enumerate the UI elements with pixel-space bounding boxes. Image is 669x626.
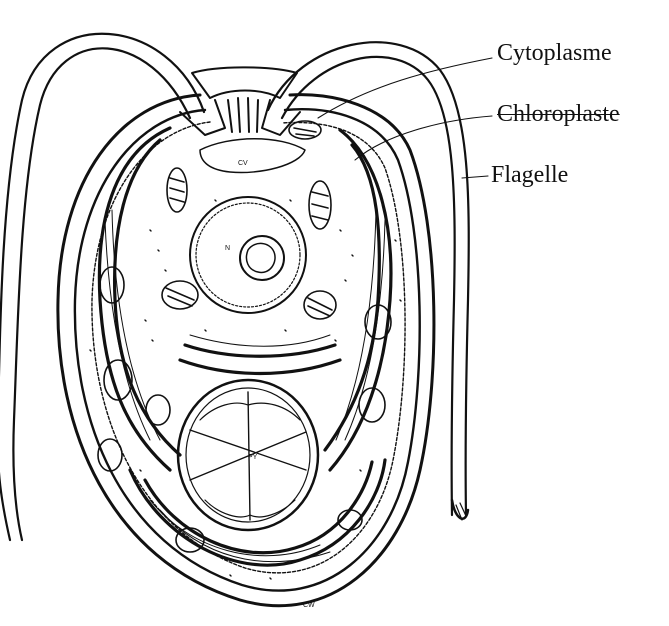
py-label: PY [248,454,257,461]
plasma-membrane [92,122,405,573]
chloroplast [99,128,391,565]
papilla [192,67,297,98]
thylakoid-lines [105,210,385,562]
cell-wall-inner [75,109,420,590]
flagelle-label: Flagelle [491,163,568,187]
cv-label: CV [238,160,248,167]
cytoplasme-leader [318,58,492,118]
chloroplaste-label: Chloroplaste [497,102,620,126]
cw-label: CW [303,602,315,609]
contractile-vacuole [200,139,305,173]
cytoplasme-label: Cytoplasme [497,41,612,65]
nucleus [190,197,306,313]
left-flagellum [0,34,204,540]
n-label: N [225,245,230,252]
mitochondria [162,121,336,319]
